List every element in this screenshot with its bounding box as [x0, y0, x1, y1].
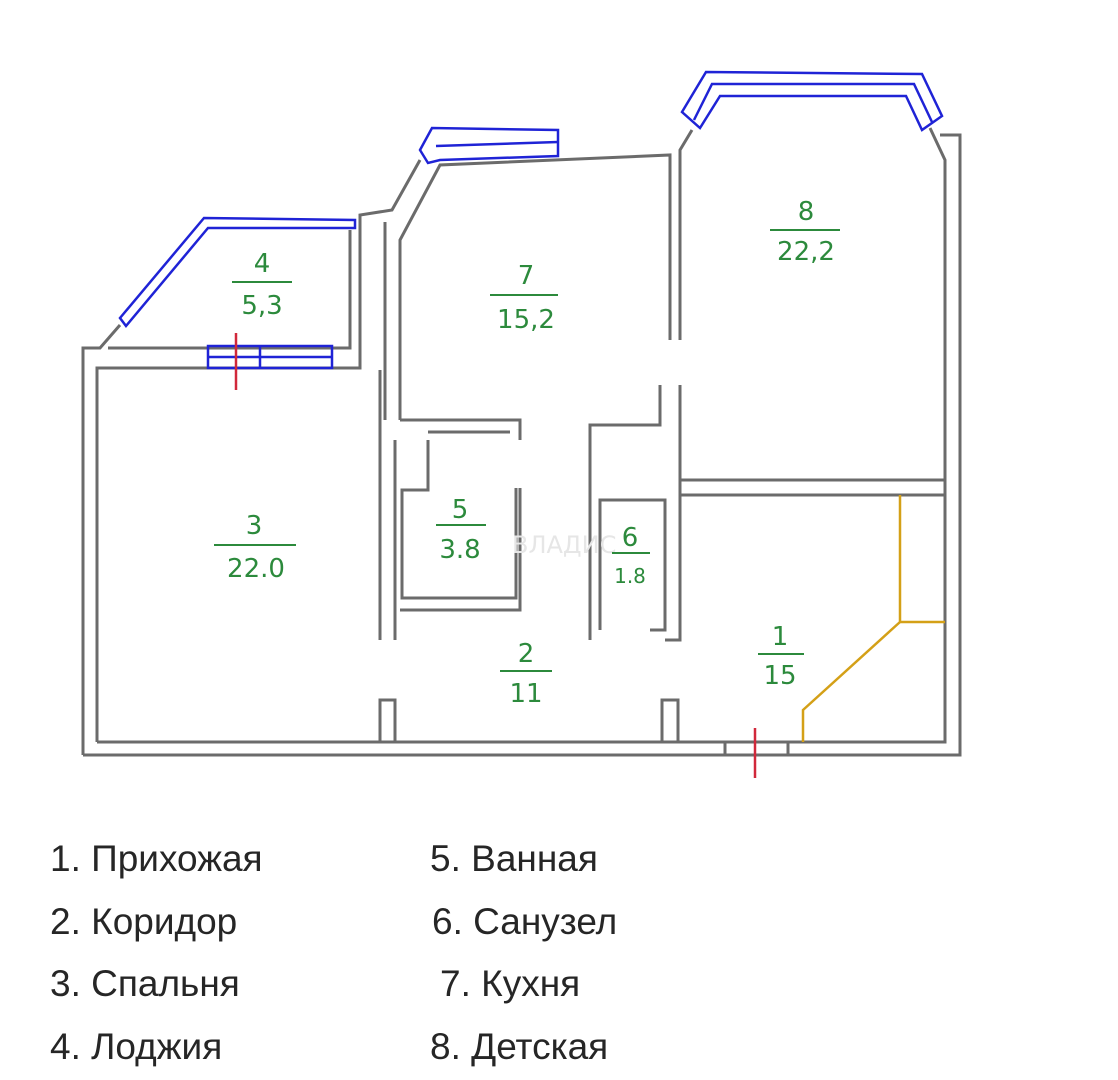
- room-1-area: 15: [763, 661, 796, 691]
- room-8-area: 22,2: [777, 237, 835, 267]
- room-4-area: 5,3: [241, 291, 282, 321]
- room-labels: 1 15 2 11 3 22.0 4 5,3 5 3.8 6 1.8: [214, 197, 840, 709]
- watermark: ВЛАДИС: [512, 531, 616, 559]
- room-7-area: 15,2: [497, 305, 555, 335]
- hall-outline: [801, 495, 945, 742]
- room-label-8: 8 22,2: [770, 197, 840, 267]
- room-5-number: 5: [452, 495, 469, 525]
- room-4-number: 4: [254, 249, 271, 279]
- walls: [81, 127, 962, 757]
- floor-plan: ВЛАДИС 1 15 2 11 3 22.0 4 5,3 5 3.8 6: [81, 70, 962, 778]
- room-8-number: 8: [798, 197, 815, 227]
- legend-item-4: 4. Лоджия: [50, 1026, 223, 1067]
- windows: [118, 70, 944, 370]
- legend-item-3: 3. Спальня: [50, 963, 240, 1004]
- room-label-7: 7 15,2: [490, 261, 558, 335]
- room-1-number: 1: [772, 622, 789, 652]
- legend-item-8: 8. Детская: [430, 1026, 609, 1067]
- room-2-area: 11: [509, 679, 542, 709]
- legend-item-1: 1. Прихожая: [50, 838, 263, 879]
- entrance-marks: [234, 333, 757, 778]
- legend-item-2: 2. Коридор: [50, 901, 238, 942]
- room-2-number: 2: [518, 639, 535, 669]
- room-label-3: 3 22.0: [214, 511, 296, 584]
- legend-item-6: 6. Санузел: [432, 901, 618, 942]
- room-label-1: 1 15: [758, 622, 804, 691]
- room-label-5: 5 3.8: [436, 495, 486, 565]
- room-label-4: 4 5,3: [232, 249, 292, 321]
- room-5-area: 3.8: [439, 535, 480, 565]
- legend-item-7: 7. Кухня: [440, 963, 581, 1004]
- room-label-6: 6 1.8: [612, 523, 650, 588]
- legend-item-5: 5. Ванная: [430, 838, 598, 879]
- room-6-number: 6: [622, 523, 639, 553]
- room-label-2: 2 11: [500, 639, 552, 709]
- room-6-area: 1.8: [614, 564, 646, 588]
- room-3-number: 3: [246, 511, 263, 541]
- room-3-area: 22.0: [227, 554, 285, 584]
- room-7-number: 7: [518, 261, 535, 291]
